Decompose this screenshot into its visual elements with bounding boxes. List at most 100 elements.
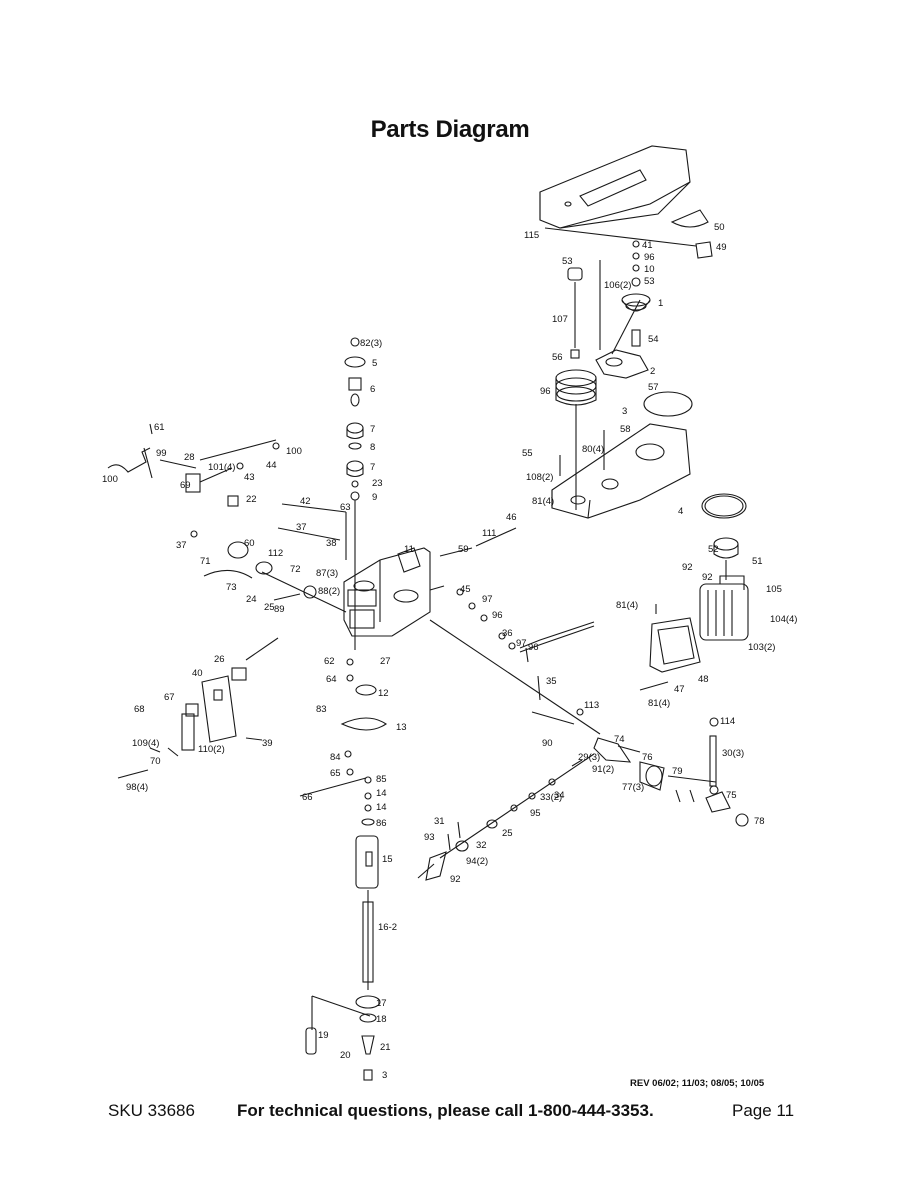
callout-label: 64 [326,674,337,685]
callout-label: 105 [766,584,782,595]
top-cover-part [539,145,691,229]
callout-label: 10 [644,264,655,275]
callout-label: 92 [450,874,461,885]
callout-label: 114 [720,716,735,727]
callout-label: 22 [246,494,257,505]
revision-note: REV 06/02; 11/03; 08/05; 10/05 [630,1078,765,1089]
callout-label: 88(2) [318,586,340,597]
callout-label: 112 [268,548,283,559]
callout-label: 41 [642,240,653,251]
callout-label: 99 [156,448,167,459]
callout-label: 15 [382,854,393,865]
callout-label: 25 [502,828,513,839]
callout-label: 23 [372,478,383,489]
callout-label: 31 [434,816,445,827]
callout-label: 58 [620,424,631,435]
callout-label: 45 [460,584,471,595]
callout-label: 18 [376,1014,387,1025]
callout-label: 97 [516,638,527,649]
pulley-base-plate-part [551,423,691,519]
callout-label: 110(2) [198,744,225,755]
callout-label: 96 [492,610,503,621]
callout-labels: 82(3)56787239633811626412831384656685141… [102,222,797,1081]
callout-label: 53 [644,276,655,287]
callout-label: 51 [752,556,763,567]
callout-label: 81(4) [532,496,554,507]
callout-label: 75 [726,790,737,801]
callout-label: 89 [274,604,285,615]
handle-assembly-part [107,423,347,613]
callout-label: 16-2 [378,922,397,933]
callout-label: 85 [376,774,387,785]
technical-support-line: For technical questions, please call 1-8… [237,1101,654,1120]
callout-label: 93 [424,832,435,843]
callout-label: 55 [522,448,533,459]
callout-label: 78 [754,816,765,827]
callout-label: 53 [562,256,573,267]
quill-feed-part [531,675,749,827]
callout-label: 34 [554,790,565,801]
callout-label: 115 [524,230,539,241]
callout-label: 2 [650,366,655,377]
callout-label: 80(4) [582,444,604,455]
callout-label: 107 [552,314,568,325]
callout-label: 7 [370,424,375,435]
callout-label: 87(3) [316,568,338,579]
callout-label: 67 [164,692,175,703]
callout-label: 13 [396,722,407,733]
callout-label: 24 [246,594,257,605]
callout-label: 56 [552,352,563,363]
callout-label: 95 [530,808,541,819]
motor-part [639,537,749,691]
callout-label: 81(4) [648,698,670,709]
callout-label: 6 [370,384,375,395]
callout-label: 72 [290,564,301,575]
callout-label: 103(2) [748,642,775,653]
callout-label: 21 [380,1042,391,1053]
callout-label: 25 [264,602,275,613]
callout-label: 82(3) [360,338,382,349]
callout-label: 111 [482,528,496,539]
callout-label: 3 [622,406,627,417]
callout-label: 54 [648,334,659,345]
callout-label: 63 [340,502,351,513]
callout-label: 79 [672,766,683,777]
callout-label: 7 [370,462,375,473]
callout-label: 38 [326,538,337,549]
callout-label: 92 [702,572,713,583]
callout-label: 91(2) [592,764,614,775]
callout-label: 40 [192,668,203,679]
callout-label: 113 [584,700,599,711]
callout-label: 5 [372,358,377,369]
control-panel-part [117,637,279,779]
callout-label: 57 [648,382,659,393]
callout-label: 59 [458,544,469,555]
callout-label: 84 [330,752,341,763]
callout-label: 14 [376,788,387,799]
callout-label: 14 [376,802,387,813]
callout-label: 101(4) [208,462,235,473]
callout-label: 74 [614,734,625,745]
callout-label: 94(2) [466,856,488,867]
callout-label: 61 [154,422,165,433]
callout-label: 19 [318,1030,329,1041]
callout-label: 69 [180,480,191,491]
callout-label: 76 [642,752,653,763]
callout-label: 92 [682,562,693,573]
callout-label: 28 [184,452,195,463]
head-casting-part [343,547,445,637]
handwheel-assembly-part [417,753,595,881]
page-number: Page 11 [732,1101,795,1120]
callout-label: 109(4) [132,738,159,749]
callout-label: 96 [540,386,551,397]
callout-label: 49 [716,242,727,253]
callout-label: 20 [340,1050,351,1061]
callout-label: 47 [674,684,685,695]
callout-label: 26 [214,654,225,665]
callout-label: 52 [708,544,719,555]
callout-label: 81(4) [616,600,638,611]
callout-label: 30(3) [722,748,744,759]
callout-label: 98(4) [126,782,148,793]
callout-label: 86 [376,818,387,829]
